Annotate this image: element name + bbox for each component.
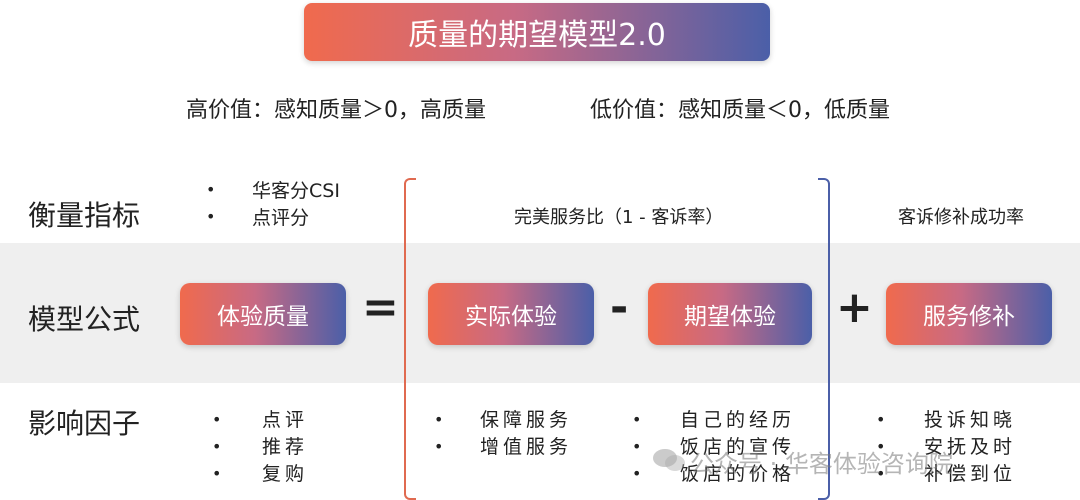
metric-item: 点评分 <box>252 207 310 229</box>
row-label-factor: 影响因子 <box>28 407 141 440</box>
bullet-dot: • <box>632 410 642 429</box>
watermark-text: 公众号 · 华客体验咨询院 <box>690 450 953 478</box>
bullet-dot: • <box>212 410 222 429</box>
row-label-metric: 衡量指标 <box>28 199 141 232</box>
bullet-dot: • <box>434 437 444 456</box>
box-experience-quality: 体验质量 <box>180 283 346 345</box>
factor-item: 增值服务 <box>480 436 573 458</box>
row-label-formula: 模型公式 <box>28 303 141 336</box>
factor-item: 推荐 <box>262 436 309 458</box>
bullet-dot: • <box>212 437 222 456</box>
metric-right: 客诉修补成功率 <box>898 207 1024 228</box>
bullet-dot: • <box>632 464 642 483</box>
bullet-dot: • <box>206 180 216 199</box>
factor-item: 饭店的价格 <box>680 463 796 485</box>
low-value-line: 低价值：感知质量＜0，低质量 <box>590 98 890 123</box>
bullet-dot: • <box>212 464 222 483</box>
bullet-dot: • <box>434 410 444 429</box>
factor-item: 保障服务 <box>480 409 573 431</box>
bullet-dot: • <box>876 464 886 483</box>
factor-item: 投诉知晓 <box>924 409 1017 431</box>
box-service-repair: 服务修补 <box>886 283 1052 345</box>
plus-operator: + <box>836 282 873 333</box>
box-actual-experience: 实际体验 <box>428 283 594 345</box>
metric-item: 华客分CSI <box>252 180 340 202</box>
box-expected-experience: 期望体验 <box>648 283 812 345</box>
wechat-icon <box>653 449 685 471</box>
bullet-dot: • <box>206 207 216 226</box>
factor-item: 安抚及时 <box>924 436 1017 458</box>
factor-item: 饭店的宣传 <box>680 436 796 458</box>
bullet-dot: • <box>876 437 886 456</box>
factor-item: 自己的经历 <box>680 409 796 431</box>
equals-operator: = <box>362 282 399 333</box>
factor-item: 补偿到位 <box>924 463 1017 485</box>
metric-middle: 完美服务比（1 - 客诉率） <box>514 207 724 228</box>
left-bracket <box>404 178 416 500</box>
right-bracket <box>818 178 830 500</box>
high-value-line: 高价值：感知质量＞0，高质量 <box>186 98 486 123</box>
factor-item: 复购 <box>262 463 309 485</box>
factor-item: 点评 <box>262 409 309 431</box>
minus-operator: - <box>610 282 629 333</box>
bullet-dot: • <box>876 410 886 429</box>
bullet-dot: • <box>632 437 642 456</box>
diagram-title: 质量的期望模型2.0 <box>304 3 770 61</box>
